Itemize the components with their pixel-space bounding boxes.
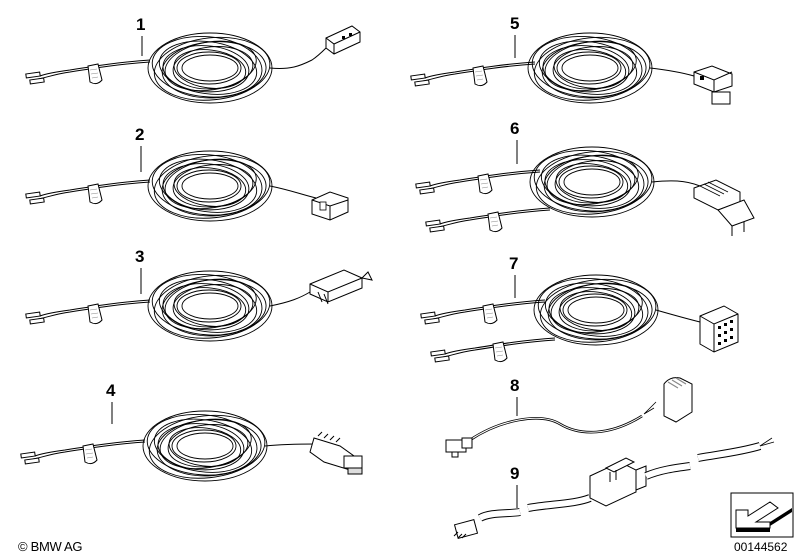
callout-6: 6 bbox=[510, 119, 520, 138]
part-5 bbox=[410, 31, 733, 107]
part-9 bbox=[453, 437, 775, 539]
callout-2: 2 bbox=[135, 125, 145, 144]
callout-3: 3 bbox=[135, 247, 145, 266]
part-7 bbox=[420, 273, 739, 363]
document-id: 00144562 bbox=[734, 540, 788, 554]
callout-9: 9 bbox=[510, 464, 520, 483]
callout-1: 1 bbox=[136, 15, 146, 34]
callout-5: 5 bbox=[510, 14, 520, 33]
part-4 bbox=[20, 402, 363, 485]
callout-8: 8 bbox=[510, 376, 520, 395]
arrow-down-left-icon[interactable] bbox=[730, 492, 794, 538]
part-2 bbox=[25, 146, 349, 225]
part-3 bbox=[25, 268, 373, 345]
part-1 bbox=[25, 25, 361, 107]
copyright-text: © BMW AG bbox=[18, 539, 83, 554]
callout-4: 4 bbox=[106, 381, 116, 400]
part-6 bbox=[415, 140, 755, 236]
part-8 bbox=[445, 377, 693, 458]
callout-7: 7 bbox=[509, 254, 519, 273]
